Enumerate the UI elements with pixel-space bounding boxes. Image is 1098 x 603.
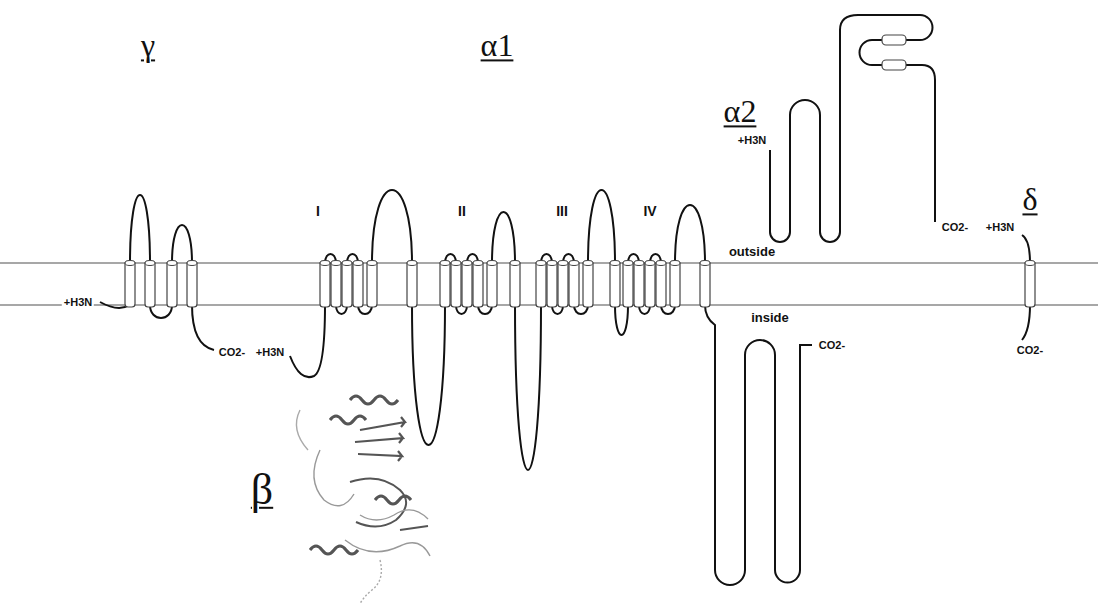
subunit-name: α1 <box>479 28 516 63</box>
helix-cylinder <box>473 261 483 308</box>
helix-cylinder <box>547 261 557 308</box>
helix-cylinder <box>656 261 666 308</box>
helix-cylinder <box>187 261 197 308</box>
helix-cylinder <box>145 261 155 308</box>
terminus-label: CO2- <box>217 346 247 358</box>
helix-cylinder <box>510 261 520 308</box>
chain-loops <box>100 15 1030 585</box>
terminus-label: +H3N <box>254 346 286 358</box>
domain-number: III <box>554 204 570 219</box>
terminus-label: CO2- <box>817 339 847 351</box>
helix-cylinder <box>583 261 593 308</box>
chain-loop <box>372 190 412 263</box>
terminus-label: +H3N <box>736 134 768 146</box>
helix-cylinder <box>353 261 363 308</box>
chain-loop <box>588 190 615 263</box>
helix-cylinder <box>440 261 450 308</box>
transmembrane-helices <box>125 261 1035 308</box>
subunit-name: α2 <box>722 94 759 129</box>
helix-cylinder <box>451 261 461 308</box>
terminus-label: CO2- <box>1015 344 1045 356</box>
helix-cylinder <box>407 261 417 308</box>
subunit-name: δ <box>1020 182 1039 217</box>
beta-subunit-structure <box>296 396 430 603</box>
chain-loop <box>130 195 150 263</box>
terminus-label: +H3N <box>984 221 1016 233</box>
helix-cylinder <box>320 261 330 308</box>
helix-cylinder <box>367 261 377 308</box>
helix-cylinder <box>536 261 546 308</box>
helix-cylinder <box>645 261 655 308</box>
chain-loop <box>675 205 705 263</box>
subunit-name: γ <box>139 28 157 63</box>
terminus-label: CO2- <box>940 221 970 233</box>
chain-loop <box>172 225 192 263</box>
helix-cylinder <box>1025 261 1035 308</box>
membrane-side: outside <box>727 245 777 259</box>
chain-loop <box>615 305 628 335</box>
domain-number: IV <box>641 204 658 219</box>
helix-cylinder <box>125 261 135 308</box>
helix-cylinder <box>558 261 568 308</box>
helix-cylinder <box>623 261 633 308</box>
terminus-label: +H3N <box>62 296 94 308</box>
subunit-name: β <box>249 466 275 514</box>
helix-cylinder <box>700 261 710 308</box>
helix-cylinder <box>610 261 620 308</box>
helix-cylinder <box>487 261 497 308</box>
alpha2-helices <box>882 35 906 70</box>
helix-cylinder <box>670 261 680 308</box>
helix-cylinder <box>331 261 341 308</box>
chain-loop <box>492 212 515 263</box>
domain-number: II <box>456 204 468 219</box>
domain-number: I <box>314 204 322 219</box>
helix-cylinder <box>462 261 472 308</box>
helix-cylinder <box>167 261 177 308</box>
chain-loop <box>412 305 445 445</box>
helix-cylinder <box>634 261 644 308</box>
helix-cylinder <box>569 261 579 308</box>
helix-cylinder <box>342 261 352 308</box>
membrane-side: inside <box>749 311 791 325</box>
chain-loop <box>515 305 541 470</box>
